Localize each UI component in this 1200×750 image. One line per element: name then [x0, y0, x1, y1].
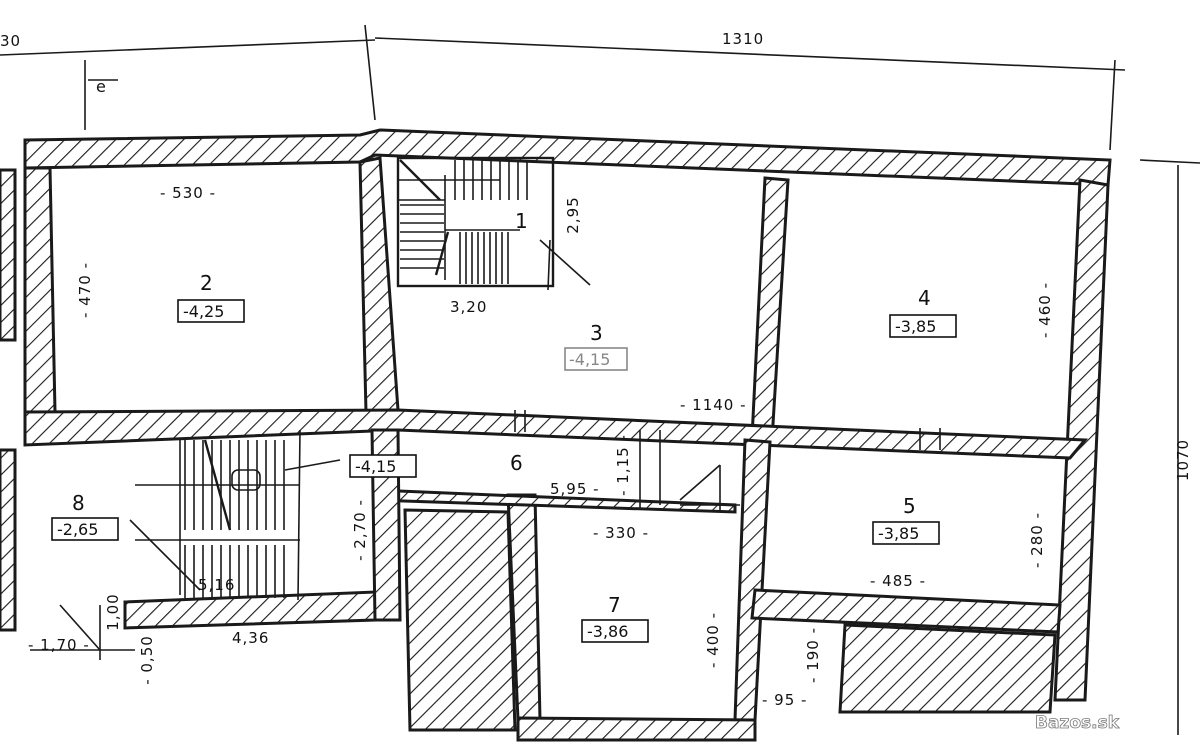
dim-top-left: 30: [0, 32, 21, 50]
room-8-level: -2,65: [57, 520, 98, 539]
room-3-level: -4,15: [569, 350, 610, 369]
room-numbers: 1 2 3 4 5 6 7 8: [72, 209, 931, 617]
dim-170: - 1,70 -: [28, 636, 90, 654]
section-mark: e: [96, 77, 106, 96]
details: [30, 410, 941, 660]
dim-room2-height: - 470 -: [76, 262, 94, 318]
dim-right-side: 1070: [1174, 439, 1192, 481]
dim-stair-height: 2,95: [564, 196, 582, 233]
room-2-number: 2: [200, 271, 213, 295]
room-3-number: 3: [590, 321, 603, 345]
overall-dimension-lines: [0, 24, 1200, 735]
dim-room4-height: - 460 -: [1036, 282, 1054, 338]
dim-050: - 0,50: [138, 635, 156, 685]
dim-room5-height: - 280 -: [1028, 512, 1046, 568]
room-8-number: 8: [72, 491, 85, 515]
dim-room6-a: 5,95 -: [550, 480, 600, 498]
dim-100: 1,00: [104, 593, 122, 630]
room-5-number: 5: [903, 494, 916, 518]
dim-corridor: - 2,70 -: [351, 499, 369, 561]
dim-room6-b: - 1,15 -: [614, 434, 632, 496]
room-4-level: -3,85: [895, 317, 936, 336]
dim-stair8: 5,16: [198, 576, 235, 594]
dim-room3-length: - 1140 -: [680, 396, 747, 414]
dim-room2-width: - 530 -: [160, 184, 216, 202]
watermark: Bazos.sk: [1035, 713, 1120, 733]
dim-room5-width: - 485 -: [870, 572, 926, 590]
room-5-level: -3,85: [878, 524, 919, 543]
room-6-number: 6: [510, 451, 523, 475]
dim-95: - 95 -: [762, 691, 807, 709]
level-boxes: -4,25 -4,15 -3,85 -3,85 -4,15 -3,86 -2,6…: [51, 299, 957, 643]
dim-room7-height: - 400 -: [704, 612, 722, 668]
staircase-1: [396, 156, 591, 291]
dim-wall-436: 4,36: [232, 629, 269, 647]
room-7-number: 7: [608, 593, 621, 617]
room-2-level: -4,25: [183, 302, 224, 321]
dim-190: - 190 -: [804, 627, 822, 683]
room-4-number: 4: [918, 286, 931, 310]
dimension-annotations: - 530 - - 470 - 2,95 3,20 - 1140 - - 460…: [28, 184, 1054, 709]
dim-room7-width: - 330 -: [593, 524, 649, 542]
room-6-level: -4,15: [355, 457, 396, 476]
staircase-8: [129, 429, 341, 601]
walls: [0, 128, 1112, 742]
dim-top-right: 1310: [722, 30, 764, 48]
room-7-level: -3,86: [587, 622, 628, 641]
dim-stair-width: 3,20: [450, 298, 487, 316]
room-1-number: 1: [515, 209, 528, 233]
